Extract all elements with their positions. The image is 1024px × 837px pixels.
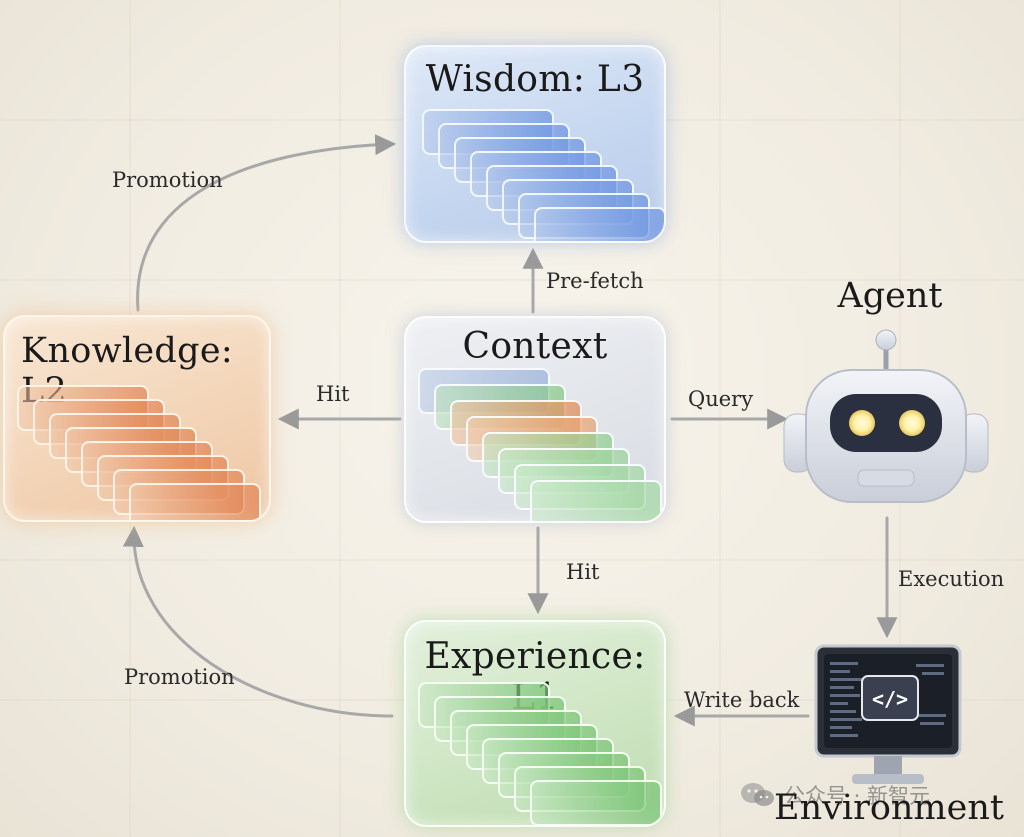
promotion-label-bottom: Promotion [124, 665, 235, 689]
memory-card [530, 780, 662, 825]
experience-node: Experience: L1 [404, 620, 666, 827]
hit-down-label: Hit [566, 560, 600, 584]
promotion-arrow-l1-to-l2 [122, 525, 394, 718]
prefetch-label: Pre-fetch [546, 269, 644, 293]
wechat-icon [740, 781, 776, 809]
memory-card [129, 483, 261, 520]
agent-title: Agent [837, 276, 943, 316]
watermark-text: 公众号 · 新智元 [784, 784, 931, 808]
hit-left-label: Hit [316, 382, 350, 406]
memory-card [530, 480, 662, 521]
context-node: Context [404, 316, 666, 523]
watermark: 公众号 · 新智元 [740, 780, 930, 810]
execution-label: Execution [898, 567, 1005, 591]
query-label: Query [688, 387, 754, 411]
environment-title: Environment [774, 788, 1004, 828]
promotion-arrow-l2-to-l3 [136, 134, 397, 312]
svg-text:</>: </> [872, 687, 908, 711]
context-title: Context [462, 326, 608, 367]
wisdom-node: Wisdom: L3 [404, 45, 666, 243]
write-back-label: Write back [684, 688, 800, 712]
promotion-label-top: Promotion [112, 168, 223, 192]
code-monitor-icon: </> [814, 644, 962, 784]
memory-card [534, 207, 664, 241]
knowledge-node: Knowledge: L2 [3, 315, 271, 522]
wisdom-title: Wisdom: L3 [425, 59, 645, 100]
robot-icon [783, 329, 989, 503]
